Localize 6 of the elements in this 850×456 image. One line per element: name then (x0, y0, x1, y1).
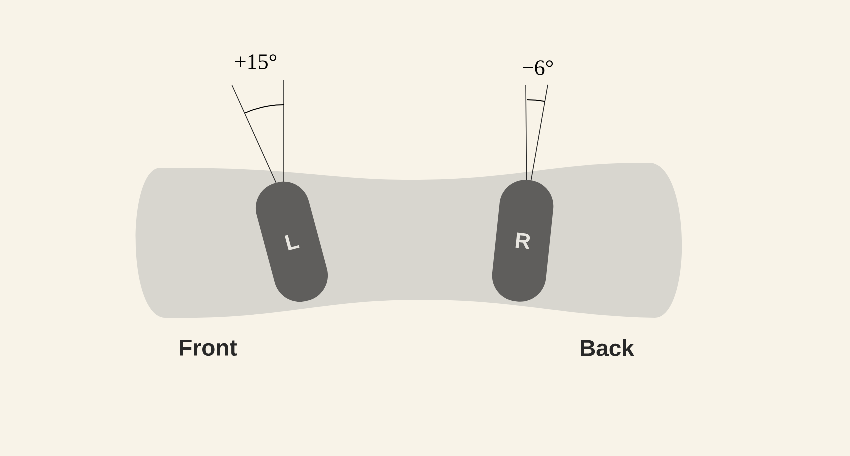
binding: L (284, 235, 300, 251)
angle-label: +15° (236, 54, 277, 70)
angle-label: −6° (523, 60, 554, 76)
binding: R (516, 232, 530, 250)
side-label: Front (180, 340, 238, 356)
side-label: Back (581, 340, 634, 356)
